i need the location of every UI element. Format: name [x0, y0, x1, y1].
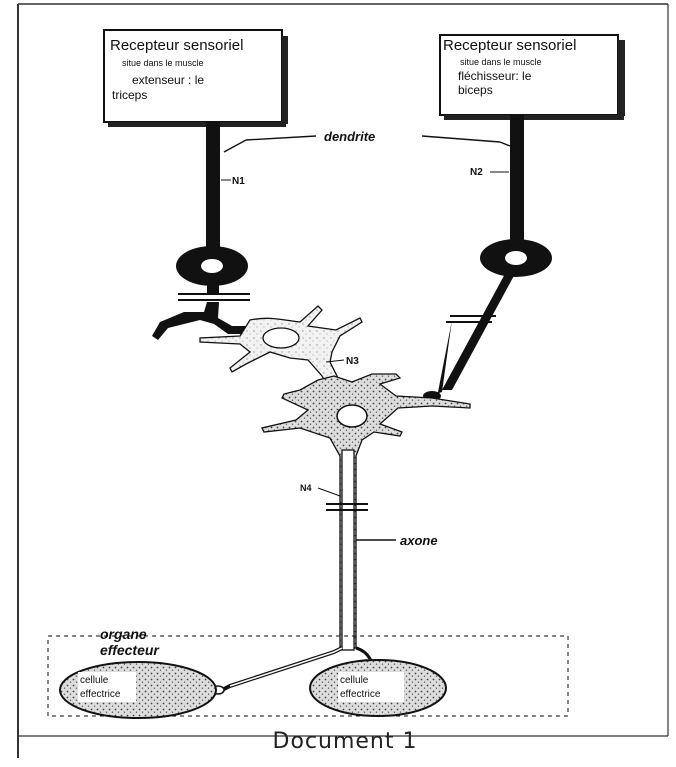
cell-right-line1: cellule — [340, 675, 369, 686]
receptor-left-line1: situe dans le muscle — [122, 58, 204, 68]
receptor-box-left: Recepteur sensoriel situe dans le muscle… — [104, 30, 288, 127]
receptor-left-line3: triceps — [112, 88, 147, 102]
label-n3: N3 — [346, 356, 359, 367]
document-caption: Document 1 — [20, 724, 670, 758]
neuron-n2 — [423, 114, 552, 401]
receptor-left-title: Recepteur sensoriel — [110, 37, 243, 54]
neuron-n4: N4 axone — [262, 374, 470, 650]
receptor-right-line3: biceps — [458, 83, 493, 97]
receptor-right-line2: fléchisseur: le — [458, 69, 532, 83]
dendrite-text: dendrite — [324, 129, 375, 144]
receptor-right-title: Recepteur sensoriel — [443, 37, 576, 54]
label-n4: N4 — [300, 483, 312, 493]
dendrite-label: dendrite — [224, 129, 510, 152]
cell-left-line1: cellule — [80, 675, 109, 686]
axone-label: axone — [400, 533, 438, 548]
effector-organ: organe effecteur cellule effectrice cell… — [48, 626, 568, 718]
receptor-left-line2: extenseur : le — [132, 73, 204, 87]
cell-right-line2: effectrice — [340, 689, 381, 700]
label-organe: organe — [100, 626, 147, 642]
receptor-right-line1: situe dans le muscle — [460, 57, 542, 67]
receptor-box-right: Recepteur sensoriel situe dans le muscle… — [440, 35, 625, 120]
cell-left-line2: effectrice — [80, 689, 121, 700]
label-n1: N1 — [232, 176, 245, 187]
neuron-n1 — [152, 122, 252, 340]
label-n2: N2 — [470, 167, 483, 178]
label-effecteur: effecteur — [100, 642, 160, 658]
